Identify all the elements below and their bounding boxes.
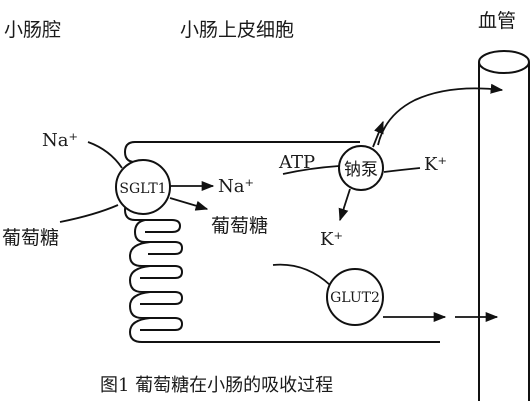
na-in-label: Na⁺: [42, 130, 78, 151]
na-in-arrow: [87, 141, 123, 169]
caption: 图1 葡萄糖在小肠的吸收过程: [100, 375, 333, 396]
glucose-left-label: 葡萄糖: [2, 227, 59, 249]
sodium-pump-label: 钠泵: [344, 160, 378, 180]
atp-arrow: [282, 165, 340, 175]
glucose-inside-label: 葡萄糖: [211, 215, 268, 237]
sodium-pump: [338, 145, 384, 191]
atp-label: ATP: [278, 152, 315, 173]
glucose-out-arrow: [169, 197, 209, 211]
lumen-label: 小肠腔: [4, 19, 61, 41]
cell-top-right: [345, 141, 440, 343]
blood-vessel: [478, 50, 530, 401]
glucose-in-arrow: [59, 204, 119, 223]
na-inside-label: Na⁺: [218, 176, 254, 197]
k-in-label: K⁺: [424, 154, 447, 175]
sglt1-label: SGLT1: [119, 181, 166, 197]
sglt1-transporter: [115, 159, 171, 215]
pump-to-blood-arrow: [377, 83, 504, 146]
glut2-transporter: [326, 268, 384, 326]
blood-vessel-label: 血管: [478, 10, 516, 32]
glucose-to-glut2-arrow: [272, 263, 331, 286]
pump-out-arrow: [372, 120, 384, 148]
epithelial-cell-label: 小肠上皮细胞: [180, 19, 294, 41]
k-out-arrow: [338, 188, 351, 222]
k-out-label: K⁺: [320, 229, 343, 250]
microvilli: [140, 219, 184, 331]
glut2-label: GLUT2: [330, 290, 380, 306]
k-in-arrow: [383, 167, 421, 173]
